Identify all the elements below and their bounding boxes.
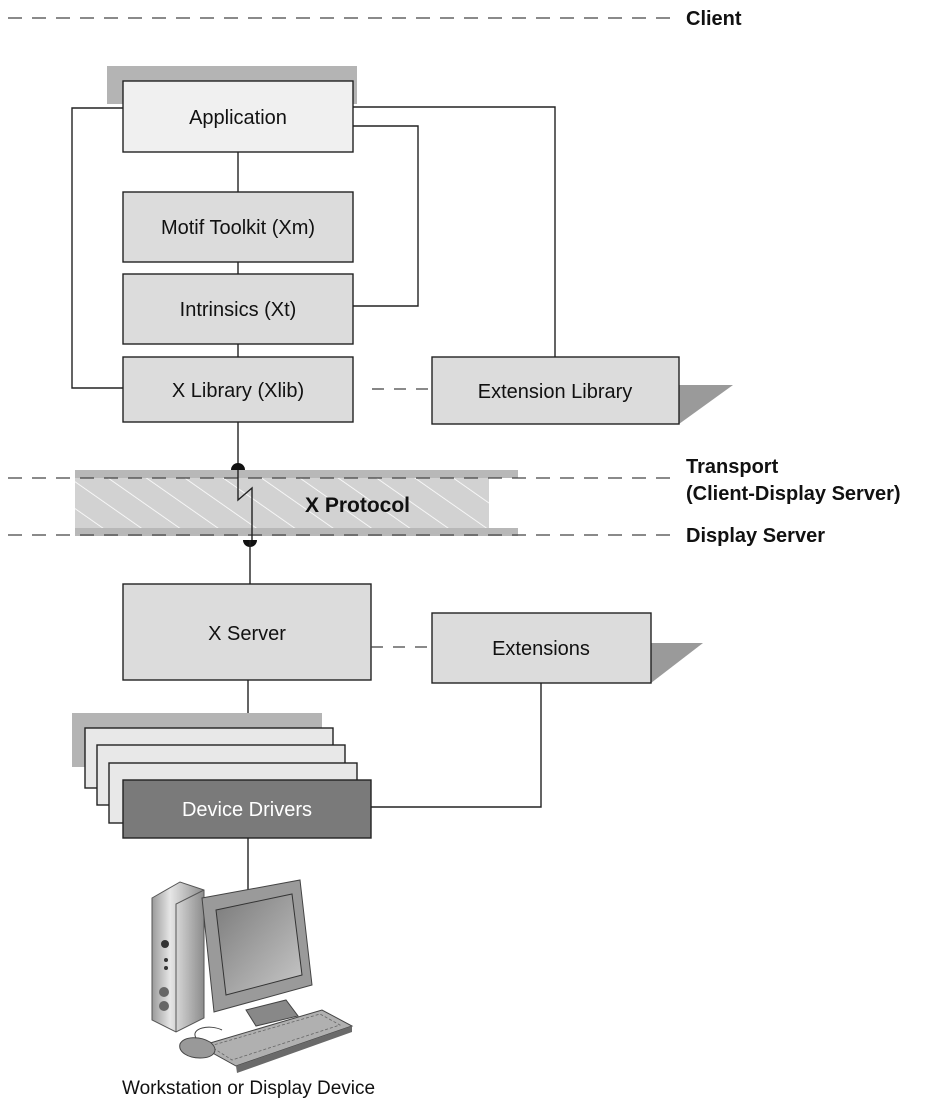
extension-library-shadow (679, 385, 733, 424)
intrinsics-label: Intrinsics (Xt) (180, 299, 297, 321)
workstation-caption: Workstation or Display Device (122, 1078, 375, 1099)
device-drivers-box (122, 779, 372, 839)
wire-extensions-drivers (371, 683, 542, 808)
transport-label: Transport (686, 456, 779, 478)
application-label: Application (189, 107, 287, 129)
protocol-band-bottom (75, 528, 518, 536)
x-protocol-label: X Protocol (305, 494, 410, 517)
xlib-box (122, 356, 354, 423)
protocol-connector-top (231, 463, 245, 470)
wire-app-xlib-left (71, 107, 123, 389)
motif-label: Motif Toolkit (Xm) (161, 217, 315, 239)
protocol-band-top (75, 470, 518, 478)
workstation-icon (151, 879, 354, 1073)
extensions-label: Extensions (492, 638, 590, 660)
intrinsics-box (122, 273, 354, 345)
extension-library-label: Extension Library (478, 381, 633, 403)
application-shadow-side (107, 66, 123, 104)
application-box (122, 80, 354, 153)
extensions-box (431, 612, 652, 684)
x-server-label: X Server (208, 623, 286, 645)
device-drivers-label: Device Drivers (182, 799, 312, 821)
protocol-band (75, 478, 489, 528)
xlib-label: X Library (Xlib) (172, 380, 304, 402)
extensions-shadow (651, 643, 703, 683)
client-label: Client (686, 8, 742, 30)
display-server-label: Display Server (686, 525, 825, 547)
wire-app-extlib (353, 106, 556, 357)
transport-sublabel: (Client-Display Server) (686, 483, 901, 505)
protocol-break-line (237, 470, 253, 540)
motif-box (122, 191, 354, 263)
wire-app-intrinsics-right (353, 125, 419, 307)
x-server-box (122, 583, 372, 681)
extension-library-box (431, 356, 680, 425)
